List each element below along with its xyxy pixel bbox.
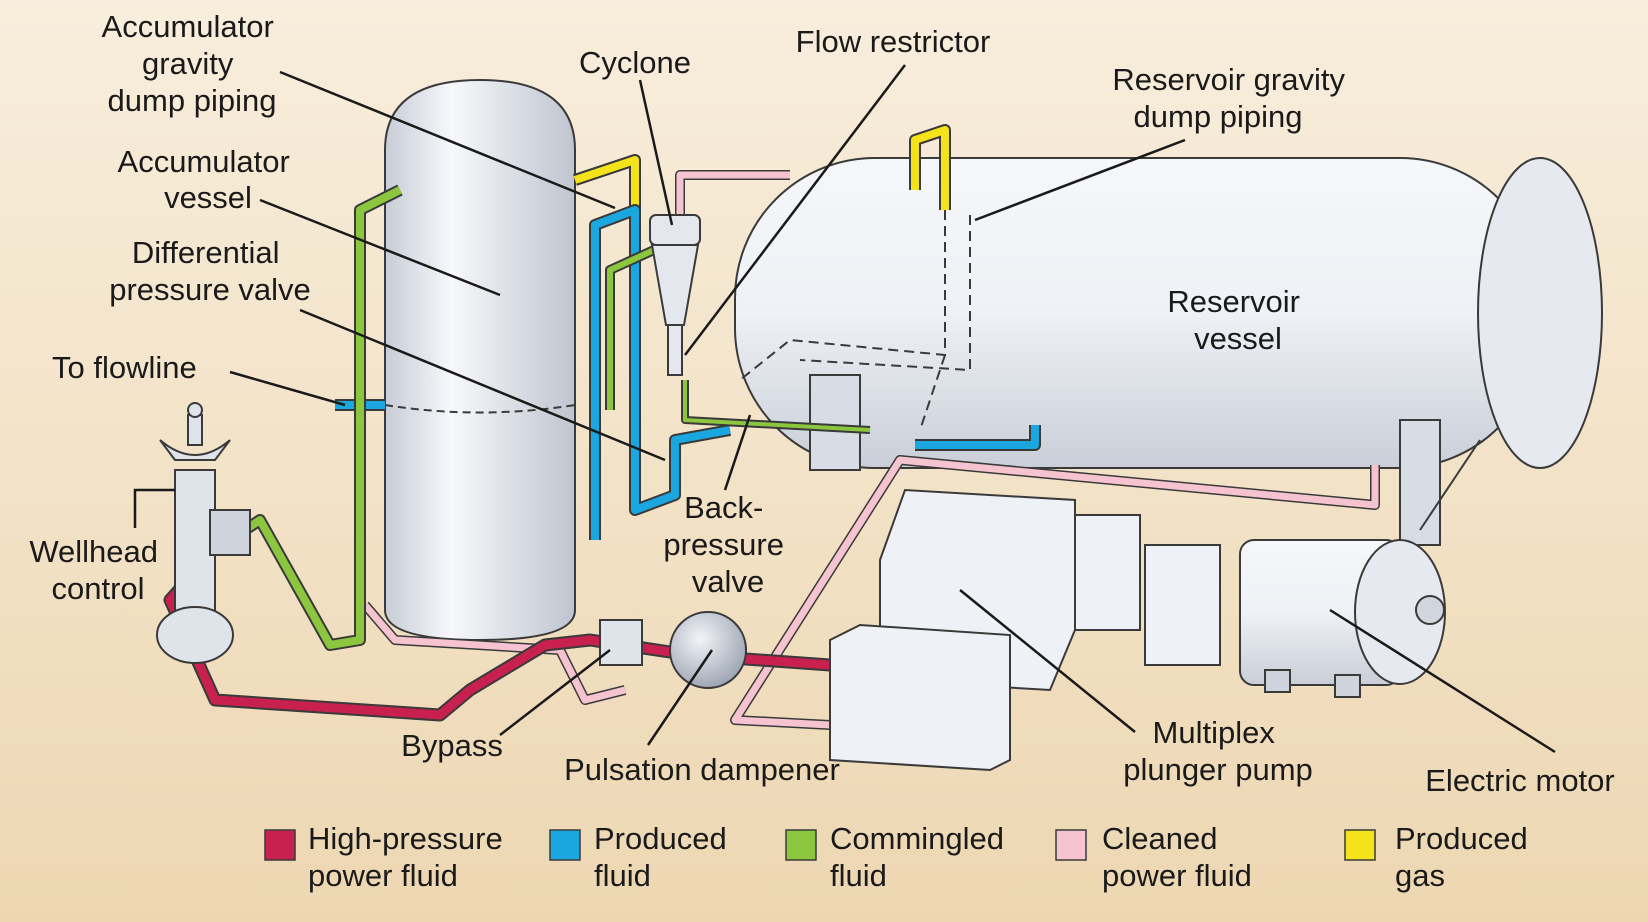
legend-item: Produced fluid — [549, 821, 735, 893]
label-to-flowline: To flowline — [52, 350, 197, 385]
legend-swatch — [785, 829, 817, 861]
pipes — [163, 124, 1380, 730]
legend-swatch — [264, 829, 296, 861]
label-wellhead-control: Wellhead control — [29, 534, 166, 606]
legend: High-pressure power fluid Produced fluid… — [264, 821, 1536, 893]
legend-item: High-pressure power fluid — [264, 821, 511, 893]
label-multiplex-pump: Multiplex plunger pump — [1123, 715, 1313, 787]
label-accumulator-piping: Accumulator gravity dump piping — [102, 9, 283, 118]
label-cyclone: Cyclone — [579, 45, 691, 80]
label-backpressure-valve: Back- pressure valve — [663, 490, 792, 599]
multiplex-plunger-pump — [829, 488, 1221, 772]
legend-label: High-pressure power fluid — [308, 821, 511, 893]
legend-label: Cleaned power fluid — [1102, 821, 1252, 893]
legend-item: Commingled fluid — [785, 821, 1013, 893]
legend-item: Cleaned power fluid — [1055, 821, 1252, 893]
labels: Accumulator gravity dump piping Accumula… — [29, 9, 1614, 798]
label-reservoir-vessel: Reservoir vessel — [1167, 284, 1308, 356]
label-reservoir-piping: Reservoir gravity dump piping — [1112, 62, 1353, 134]
legend-label: Produced gas — [1395, 821, 1536, 893]
bypass-valve — [599, 619, 643, 666]
label-bypass: Bypass — [401, 728, 503, 763]
reservoir-internal-piping — [739, 210, 971, 431]
label-electric-motor: Electric motor — [1425, 763, 1614, 798]
accumulator-vessel — [384, 78, 576, 642]
legend-swatch — [1055, 829, 1087, 861]
legend-label: Commingled fluid — [830, 821, 1013, 893]
wellhead — [156, 402, 251, 664]
legend-swatch — [1344, 829, 1376, 861]
pulsation-dampener — [669, 611, 747, 689]
label-flow-restrictor: Flow restrictor — [796, 24, 991, 59]
electric-motor — [1239, 539, 1446, 698]
legend-item: Produced gas — [1344, 821, 1536, 893]
reservoir-vessel — [734, 157, 1603, 546]
label-pulsation-dampener: Pulsation dampener — [564, 752, 840, 787]
leader-lines — [133, 64, 1556, 754]
legend-label: Produced fluid — [594, 821, 735, 893]
label-accumulator-vessel: Accumulator vessel — [118, 144, 299, 215]
legend-swatch — [549, 829, 581, 861]
label-differential-valve: Differential pressure valve — [109, 235, 311, 307]
cyclone — [649, 214, 701, 376]
